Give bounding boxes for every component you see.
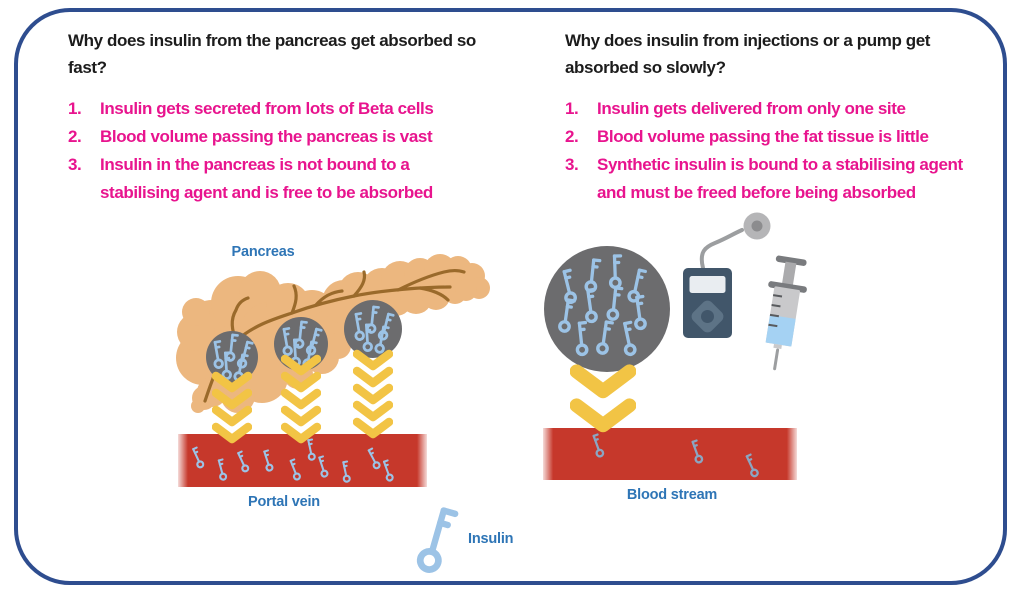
pancreas-label: Pancreas xyxy=(231,244,295,260)
pump-button-center xyxy=(701,310,714,323)
list-item: 2. Blood volume passing the pancreas is … xyxy=(68,123,433,151)
syringe-scale-tick xyxy=(769,313,780,318)
right-question-heading: Why does insulin from injections or a pu… xyxy=(565,27,930,81)
infusion-set-center xyxy=(751,220,763,232)
pump-tubing xyxy=(699,228,744,270)
syringe-plunger-top xyxy=(775,255,807,266)
down-chevron-icon xyxy=(357,405,389,417)
down-chevron-icon xyxy=(357,422,389,434)
insulin-pump-icon xyxy=(683,212,771,338)
injection-illustration xyxy=(543,212,807,480)
down-chevron-icon xyxy=(285,393,317,405)
syringe-scale-tick xyxy=(771,303,781,308)
item-text-line2: and must be freed before being absorbed xyxy=(597,183,916,202)
pump-screen xyxy=(689,276,726,293)
down-chevron-icon xyxy=(357,388,389,400)
item-text: Insulin gets delivered from only one sit… xyxy=(597,99,906,118)
right-question-line1: Why does insulin from injections or a pu… xyxy=(565,31,931,50)
right-reasons-list: 1. Insulin gets delivered from only one … xyxy=(565,95,963,207)
item-number: 1. xyxy=(68,99,82,118)
secretion-arrow-3 xyxy=(357,354,389,434)
syringe-icon xyxy=(765,255,807,371)
absorption-arrow xyxy=(577,371,630,425)
left-reasons-list: 1. Insulin gets secreted from lots of Be… xyxy=(68,95,434,207)
beta-cell-cluster-1 xyxy=(206,331,258,383)
syringe-scale-tick xyxy=(768,323,778,328)
left-question-line2: fast? xyxy=(68,58,107,77)
item-text: Blood volume passing the fat tissue is l… xyxy=(597,127,929,146)
list-item: 2. Blood volume passing the fat tissue i… xyxy=(565,123,963,151)
left-question-heading: Why does insulin from the pancreas get a… xyxy=(68,27,476,81)
syringe-tip xyxy=(773,343,782,350)
portal-vein-label: Portal vein xyxy=(248,494,320,510)
down-chevron-icon xyxy=(285,410,317,422)
item-text-line2: stabilising agent and is free to be abso… xyxy=(100,183,433,202)
item-text: Insulin gets secreted from lots of Beta … xyxy=(100,99,434,118)
item-number: 1. xyxy=(565,99,579,118)
item-text: Blood volume passing the pancreas is vas… xyxy=(100,127,433,146)
syringe-needle xyxy=(773,348,780,371)
list-item: 1. Insulin gets delivered from only one … xyxy=(565,95,963,123)
item-text: Insulin in the pancreas is not bound to … xyxy=(100,155,410,174)
down-chevron-icon xyxy=(577,371,630,391)
panel-border xyxy=(14,8,1007,585)
pancreas-illustration xyxy=(176,254,490,487)
insulin-legend-label: Insulin xyxy=(468,531,514,547)
item-number: 3. xyxy=(565,155,579,174)
down-chevron-icon xyxy=(357,371,389,383)
item-text: Synthetic insulin is bound to a stabilis… xyxy=(597,155,963,174)
list-item: 3. Insulin in the pancreas is not bound … xyxy=(68,151,433,207)
left-question-line1: Why does insulin from the pancreas get a… xyxy=(68,31,476,50)
blood-stream-label: Blood stream xyxy=(626,487,718,503)
insulin-legend-key-icon xyxy=(418,505,459,573)
syringe-plunger-rod xyxy=(781,261,797,288)
item-number: 3. xyxy=(68,155,82,174)
item-number: 2. xyxy=(565,127,579,146)
right-question-line2: absorbed so slowly? xyxy=(565,58,726,77)
list-item: 1. Insulin gets secreted from lots of Be… xyxy=(68,95,434,123)
syringe-insulin-liquid xyxy=(765,314,796,347)
down-chevron-icon xyxy=(577,405,630,425)
syringe-scale-tick xyxy=(772,294,783,298)
blood-stream-bar xyxy=(543,428,797,480)
injected-insulin-depot xyxy=(544,246,670,372)
item-number: 2. xyxy=(68,127,82,146)
list-item: 3. Synthetic insulin is bound to a stabi… xyxy=(565,151,963,207)
